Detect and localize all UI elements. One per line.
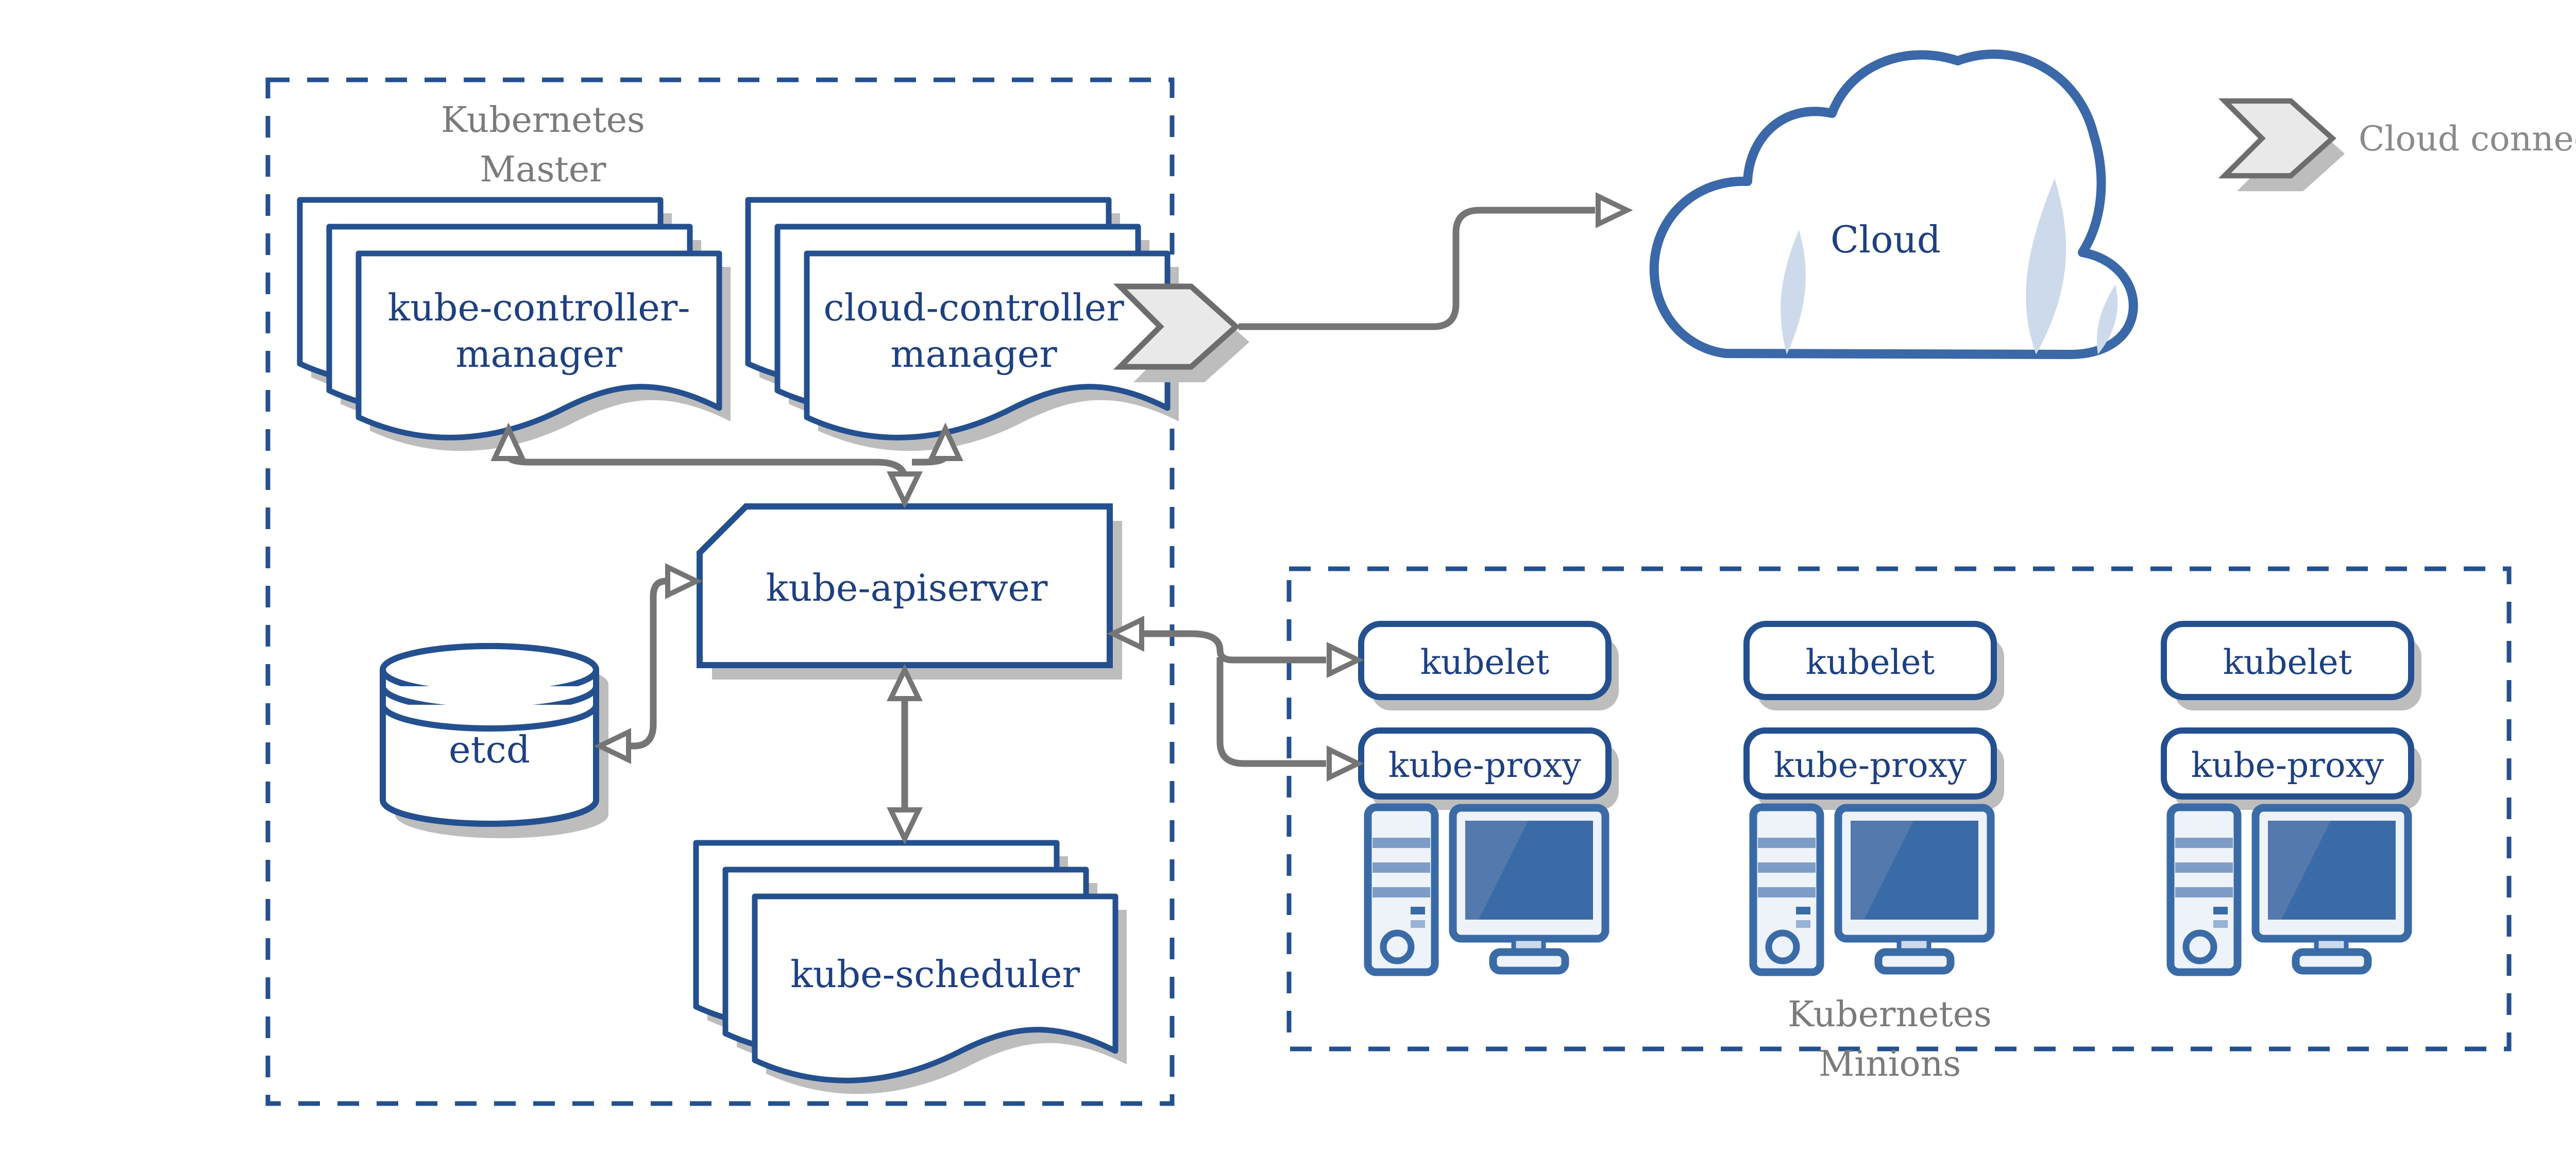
cloud-icon <box>1649 49 2138 359</box>
arrowhead-right-kubelet <box>1327 642 1364 678</box>
arrowhead-up-apiserver-bottom <box>887 664 923 701</box>
kubelet-label-3: kubelet <box>2223 642 2352 682</box>
arrowhead-right-cloud <box>1596 192 1633 228</box>
legend-label: Cloud connector <box>2359 119 2576 159</box>
cloud-controller-manager-label-line2: manager <box>890 332 1057 376</box>
arrowhead-left-apiserver-right <box>1107 616 1144 652</box>
master-title-line1: Kubernetes <box>441 100 645 141</box>
arrowhead-down-scheduler <box>887 807 923 845</box>
kube-proxy-box-3 <box>2161 727 2414 800</box>
kube-proxy-label-1: kube-proxy <box>1388 745 1582 785</box>
etcd-node: etcd <box>380 643 608 838</box>
kubelet-box-2 <box>1743 621 1997 700</box>
connector-controllers-apiserver <box>490 422 963 509</box>
minions-boundary <box>1286 566 2512 1052</box>
minions-title-line1: Kubernetes <box>1788 994 1992 1035</box>
connector-apiserver-minions <box>1107 616 1364 782</box>
minion-node-2: kubelet kube-proxy <box>1743 621 2004 972</box>
minions-title-line2: Minions <box>1819 1044 1961 1084</box>
master-boundary <box>265 77 1175 1106</box>
kube-scheduler-label: kube-scheduler <box>790 953 1080 996</box>
workstation-icon-3 <box>2171 807 2408 972</box>
kube-apiserver-label: kube-apiserver <box>766 566 1048 609</box>
kube-proxy-box-2 <box>1743 727 1997 800</box>
master-title-line2: Master <box>480 149 606 190</box>
minion-node-1: kubelet kube-proxy <box>1358 621 1619 972</box>
cloud-controller-manager-label-line1: cloud-controller <box>823 286 1124 329</box>
minion-node-3: kubelet kube-proxy <box>2161 621 2421 972</box>
arrowhead-up-cloud-controller <box>927 422 963 461</box>
arrowhead-right-kube-proxy <box>1327 745 1364 782</box>
legend-cloud-connector: Cloud connector <box>2225 101 2576 192</box>
connector-cloud <box>1239 192 1633 330</box>
arrowhead-up-kube-controller <box>490 422 527 461</box>
kube-proxy-label-2: kube-proxy <box>1774 745 1967 785</box>
arrowhead-right-apiserver-left <box>665 563 703 599</box>
kubelet-box-3 <box>2161 621 2414 700</box>
workstation-icon-2 <box>1753 807 1991 972</box>
arrowhead-left-etcd <box>594 728 631 764</box>
connector-etcd-apiserver <box>594 563 703 764</box>
kubelet-label-2: kubelet <box>1806 642 1935 682</box>
kube-controller-manager-label-line2: manager <box>455 332 622 376</box>
cloud-label: Cloud <box>1831 218 1941 261</box>
kubelet-label-1: kubelet <box>1420 642 1550 682</box>
cloud-node: Cloud <box>1649 49 2138 359</box>
workstation-icon-1 <box>1368 807 1605 972</box>
kube-proxy-label-3: kube-proxy <box>2191 745 2384 785</box>
kube-apiserver-node: kube-apiserver <box>697 503 1122 680</box>
arrowhead-down-apiserver-top <box>887 471 923 509</box>
connector-apiserver-scheduler <box>887 664 923 845</box>
etcd-label: etcd <box>449 728 530 771</box>
kube-controller-manager-label-line1: kube-controller- <box>387 286 690 329</box>
